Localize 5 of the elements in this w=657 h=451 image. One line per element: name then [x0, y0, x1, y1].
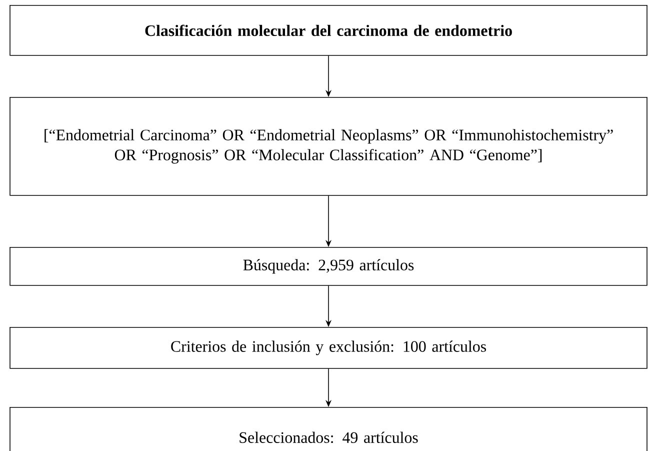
- process-box: Seleccionados: 49 artículos: [10, 407, 648, 451]
- process-box: Búsqueda: 2,959 artículos: [10, 246, 648, 286]
- process-box: Criterios de inclusión y exclusión: 100 artículos: [10, 327, 648, 369]
- process-box: [“Endometrial Carcinoma” OR “Endometrial Neoplasms” OR “Immunohistochemistry” OR “Prognosis” OR “Molecular Classification” AND “Genome”]: [10, 97, 648, 196]
- process-box: Clasificación molecular del carcinoma de endometrio: [10, 5, 648, 56]
